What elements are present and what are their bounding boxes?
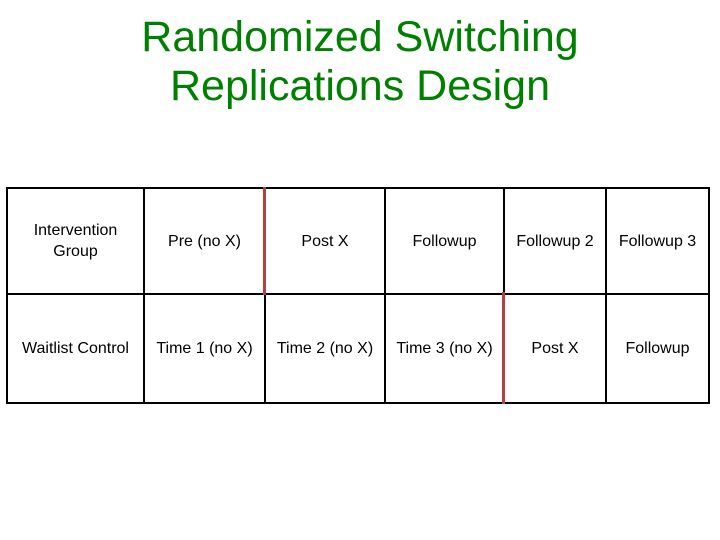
title-line-2: Replications Design xyxy=(169,62,551,110)
slide-title: Randomized Switching Replications Design xyxy=(0,13,720,111)
table-cell: Followup xyxy=(384,187,505,295)
treatment-switch-line-row2 xyxy=(502,292,505,404)
table-row-waitlist-control: Waitlist Control Time 1 (no X) Time 2 (n… xyxy=(6,293,710,404)
table-cell: Time 1 (no X) xyxy=(143,293,266,404)
treatment-switch-line-row1 xyxy=(263,187,266,295)
table-cell: Time 3 (no X) xyxy=(384,293,505,404)
table-cell: Post X xyxy=(503,293,607,404)
table-cell: Intervention Group xyxy=(6,187,145,295)
table-cell: Followup 3 xyxy=(605,187,710,295)
table-cell: Followup xyxy=(605,293,710,404)
table-row-intervention-group: Intervention Group Pre (no X) Post X Fol… xyxy=(6,187,710,295)
table-cell: Pre (no X) xyxy=(143,187,266,295)
title-line-1: Randomized Switching xyxy=(141,13,579,61)
table-cell: Followup 2 xyxy=(503,187,607,295)
table-cell: Post X xyxy=(264,187,386,295)
design-table: Intervention Group Pre (no X) Post X Fol… xyxy=(6,187,710,404)
table-cell: Waitlist Control xyxy=(6,293,145,404)
table-cell: Time 2 (no X) xyxy=(264,293,386,404)
